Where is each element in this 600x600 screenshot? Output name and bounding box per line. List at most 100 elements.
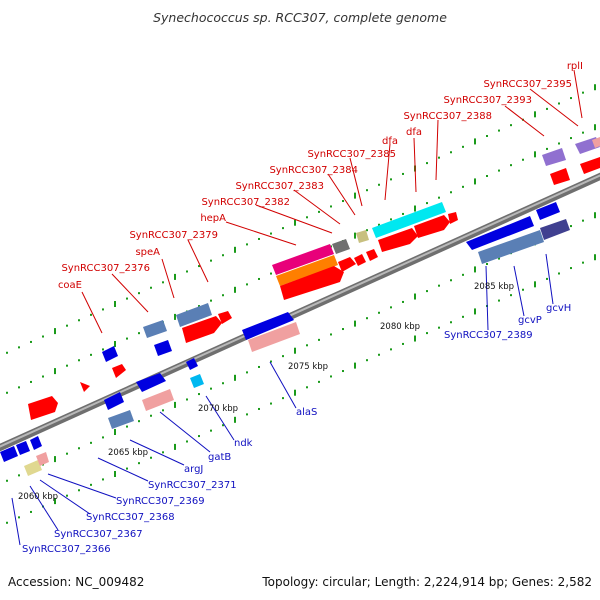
gene-label-SynRCC307_2367[interactable]: SynRCC307_2367: [54, 529, 143, 540]
feature-SynRCC307_2368[interactable]: [36, 452, 49, 466]
tick-mark: [186, 398, 188, 401]
gene-label-SynRCC307_2385[interactable]: SynRCC307_2385: [307, 149, 396, 160]
tick-mark: [534, 281, 536, 288]
feature-SynRCC307_2384[interactable]: [338, 257, 356, 272]
feature-coaE[interactable]: [80, 382, 90, 392]
feature-gatB-b[interactable]: [136, 373, 166, 392]
gene-label-speA[interactable]: speA: [135, 247, 160, 258]
feature-argJ[interactable]: [104, 392, 124, 410]
feature-reverse-c[interactable]: [102, 346, 118, 362]
gene-label-gcvH[interactable]: gcvH: [546, 303, 571, 314]
feature-alaS-blue[interactable]: [242, 312, 294, 340]
gene-label-alaS[interactable]: alaS: [296, 407, 317, 418]
gene-label-SynRCC307_2393[interactable]: SynRCC307_2393: [443, 95, 532, 106]
tick-mark: [270, 232, 272, 235]
feature-gatB[interactable]: [142, 389, 174, 411]
feature-dfa-2[interactable]: [378, 228, 418, 252]
feature-reverse-a[interactable]: [30, 436, 42, 450]
feature-SynRCC307_2379[interactable]: [176, 303, 212, 327]
forward-gene-labels: coaE SynRCC307_2376 speA SynRCC307_2379 …: [58, 61, 583, 291]
feature-reverse-d[interactable]: [536, 202, 560, 220]
feature-SynRCC307_2371[interactable]: [108, 410, 134, 429]
feature-forward-h[interactable]: [550, 168, 570, 185]
feature-speA-area[interactable]: [154, 340, 172, 356]
feature-SynRCC307_2366[interactable]: [0, 446, 18, 462]
tick-mark: [378, 183, 380, 186]
reverse-strand-features: [0, 202, 570, 476]
gene-label-SynRCC307_2368[interactable]: SynRCC307_2368: [86, 512, 175, 523]
tick-mark: [78, 319, 80, 322]
tick-mark: [546, 147, 548, 150]
gene-label-dfa-2[interactable]: dfa: [406, 127, 422, 138]
feature-SynRCC307_2369[interactable]: [16, 441, 30, 455]
tick-mark: [186, 270, 188, 273]
feature-SynRCC307_2382[interactable]: [276, 255, 338, 286]
tick-mark: [378, 223, 380, 226]
tick-mark: [126, 297, 128, 300]
feature-SynRCC307_2389[interactable]: [478, 230, 544, 264]
feature-ndk[interactable]: [190, 374, 204, 388]
feature-forward-b[interactable]: [112, 364, 126, 378]
feature-SynRCC307_2393[interactable]: [542, 148, 566, 166]
feature-rplI[interactable]: [580, 157, 600, 174]
gene-label-SynRCC307_2383[interactable]: SynRCC307_2383: [235, 181, 324, 192]
tick-mark: [570, 225, 572, 228]
feature-forward-f[interactable]: [366, 249, 378, 261]
tick-mark: [546, 107, 548, 110]
feature-reverse-b[interactable]: [186, 358, 198, 370]
gene-label-ndk[interactable]: ndk: [234, 438, 253, 449]
feature-forward-d[interactable]: [280, 266, 344, 300]
tick-mark: [186, 440, 188, 443]
gene-label-SynRCC307_2371[interactable]: SynRCC307_2371: [148, 480, 237, 491]
feature-forward-g[interactable]: [448, 212, 458, 224]
feature-forward-c[interactable]: [218, 311, 232, 324]
feature-SynRCC307_2379-b[interactable]: [182, 316, 222, 343]
tick-mark: [570, 97, 572, 100]
gene-label-SynRCC307_2382[interactable]: SynRCC307_2382: [201, 197, 290, 208]
gene-label-gcvP[interactable]: gcvP: [518, 315, 542, 326]
gene-label-gatB[interactable]: gatB: [208, 452, 231, 463]
gene-label-SynRCC307_2366[interactable]: SynRCC307_2366: [22, 544, 111, 555]
gene-label-coaE[interactable]: coaE: [58, 280, 82, 291]
gene-label-dfa-1[interactable]: dfa: [382, 136, 398, 147]
gene-label-SynRCC307_2389[interactable]: SynRCC307_2389: [444, 330, 533, 341]
feature-forward-e[interactable]: [354, 254, 366, 266]
feature-SynRCC307_2367[interactable]: [24, 460, 42, 476]
feature-forward-a[interactable]: [28, 396, 58, 420]
feature-SynRCC307_2385[interactable]: [356, 230, 369, 243]
feature-SynRCC307_2383[interactable]: [332, 239, 350, 254]
tick-mark: [54, 498, 56, 505]
tick-mark: [126, 467, 128, 470]
tick-mark: [426, 332, 428, 335]
tick-mark: [78, 359, 80, 362]
tick-mark: [330, 245, 332, 248]
feature-gcvP[interactable]: [466, 216, 534, 250]
gene-label-SynRCC307_2384[interactable]: SynRCC307_2384: [269, 165, 358, 176]
gene-label-argJ[interactable]: argJ: [184, 464, 203, 475]
tick-mark: [450, 321, 452, 324]
gene-label-SynRCC307_2369[interactable]: SynRCC307_2369: [116, 496, 205, 507]
tick-mark: [66, 324, 68, 327]
tick-mark: [450, 151, 452, 154]
gene-label-SynRCC307_2379[interactable]: SynRCC307_2379: [129, 230, 218, 241]
tick-mark: [546, 277, 548, 280]
tick-mark: [102, 436, 104, 439]
feature-alaS[interactable]: [248, 322, 300, 352]
feature-rplI-pink[interactable]: [592, 137, 600, 148]
feature-SynRCC307_2376[interactable]: [143, 320, 167, 338]
tick-mark: [462, 273, 464, 276]
gene-label-rplI[interactable]: rplI: [567, 61, 583, 72]
feature-gcvH[interactable]: [540, 219, 570, 240]
gene-label-SynRCC307_2376[interactable]: SynRCC307_2376: [61, 263, 150, 274]
feature-dfa-1[interactable]: [372, 202, 446, 238]
feature-SynRCC307_2388[interactable]: [414, 215, 450, 238]
gene-label-hepA[interactable]: hepA: [200, 213, 226, 224]
topology-label: Topology: circular; Length: 2,224,914 bp…: [261, 575, 592, 589]
tick-mark: [138, 292, 140, 295]
feature-hepA[interactable]: [272, 244, 334, 275]
gene-label-SynRCC307_2395[interactable]: SynRCC307_2395: [483, 79, 572, 90]
tick-mark: [210, 259, 212, 262]
tick-mark: [486, 135, 488, 137]
tick-mark: [66, 364, 68, 367]
gene-label-SynRCC307_2388[interactable]: SynRCC307_2388: [403, 111, 492, 122]
